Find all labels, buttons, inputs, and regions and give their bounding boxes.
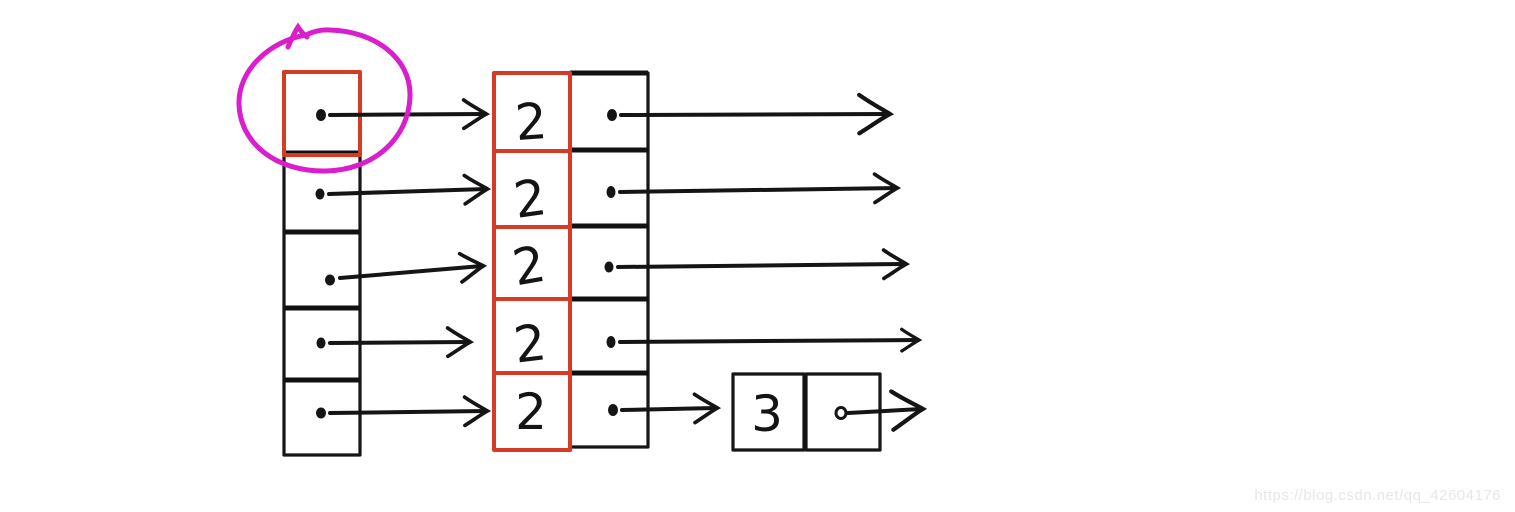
node3b-value: 3 xyxy=(751,385,783,443)
slot-pointer-dot xyxy=(316,337,326,349)
highlight-circle xyxy=(236,27,413,174)
slot-pointer-dot xyxy=(316,109,326,121)
bucket3-pointer-arrow xyxy=(328,326,475,359)
chain-node-column: 2 2 2 2 2 xyxy=(492,70,923,452)
slot-pointer-dot xyxy=(315,188,325,200)
node0-value: 2 xyxy=(513,92,549,152)
bucket1-pointer-arrow xyxy=(327,173,492,206)
node1-value: 2 xyxy=(510,168,550,230)
watermark-text: https://blog.csdn.net/qq_42604176 xyxy=(1254,487,1501,504)
slot-pointer-dot xyxy=(325,274,335,286)
node4-value-cell xyxy=(492,371,572,452)
node2-next-arrow xyxy=(616,248,911,281)
node4-value: 2 xyxy=(515,383,547,441)
bucket4-pointer-arrow xyxy=(328,395,492,428)
chain-node-3: 3 xyxy=(731,372,928,452)
next-pointer-dot xyxy=(834,406,848,420)
node3b-value-cell xyxy=(731,372,806,452)
next-pointer-dot xyxy=(607,109,617,121)
node3-next-cell xyxy=(568,297,650,375)
node0-next-arrow xyxy=(619,92,895,136)
next-pointer-dot xyxy=(604,261,614,273)
next-pointer-dot xyxy=(608,404,618,416)
bucket-array-column xyxy=(282,70,492,457)
next-pointer-dot xyxy=(606,336,616,348)
highlight-circle-pen-tail xyxy=(285,22,310,50)
node4-next-arrow xyxy=(620,392,722,425)
array-slot-2 xyxy=(282,230,362,310)
node3-next-arrow xyxy=(618,327,923,353)
node3-value: 2 xyxy=(511,313,550,374)
slot-pointer-dot xyxy=(316,407,326,419)
next-pointer-dot xyxy=(606,186,616,198)
highlight-annotation xyxy=(236,22,413,174)
bucket2-pointer-arrow xyxy=(338,251,488,284)
node3b-next-arrow xyxy=(846,389,928,432)
node2-value: 2 xyxy=(508,235,549,298)
node1-next-arrow xyxy=(618,172,902,205)
